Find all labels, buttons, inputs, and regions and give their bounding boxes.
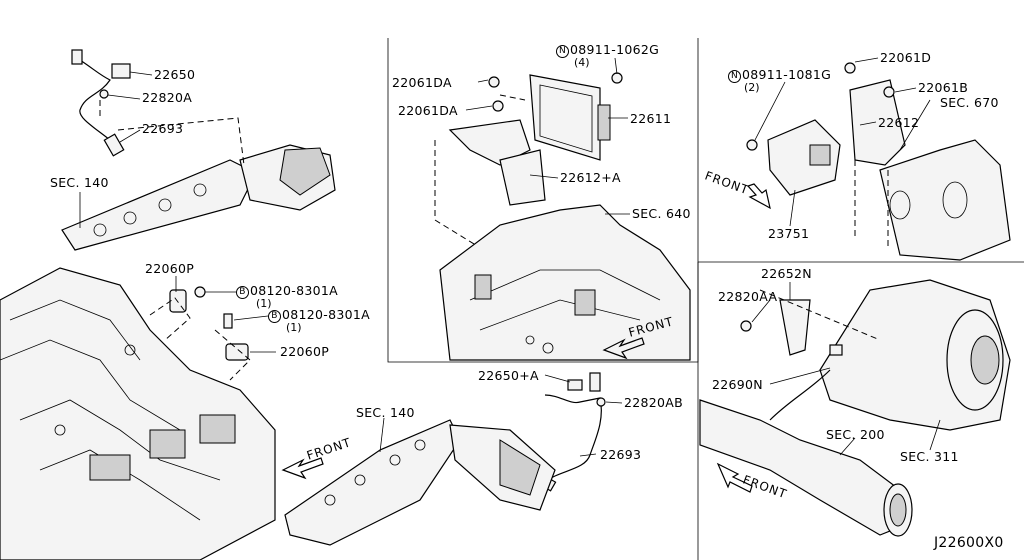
exhaust-manifold-top bbox=[61, 100, 336, 251]
label-22820aa: 22820AA bbox=[718, 289, 778, 304]
label-22650: 22650 bbox=[154, 67, 196, 82]
leader-lines bbox=[79, 57, 941, 457]
label-22060p-bottom: 22060P bbox=[280, 344, 330, 359]
label-22061da-2: 22061DA bbox=[398, 103, 458, 118]
engine-block bbox=[0, 267, 276, 560]
transmission-converter bbox=[699, 279, 1011, 537]
module-23751 bbox=[746, 62, 1011, 261]
knock-sensors bbox=[149, 286, 251, 381]
label-sec670: SEC. 670 bbox=[940, 95, 999, 110]
bolt-b-icon: B bbox=[236, 286, 249, 299]
panel-borders bbox=[387, 38, 1024, 560]
label-sec640: SEC. 640 bbox=[632, 206, 691, 221]
label-22611: 22611 bbox=[630, 111, 672, 126]
label-nut-center-qty: (4) bbox=[574, 56, 590, 69]
label-22061d: 22061D bbox=[880, 50, 932, 65]
label-sec140-bottom: SEC. 140 bbox=[356, 405, 415, 420]
nut-right-number: 08911-1081G bbox=[742, 67, 832, 82]
label-nut-right-qty: (2) bbox=[744, 81, 760, 94]
label-22061b: 22061B bbox=[918, 80, 969, 95]
label-bolt-2-qty: (1) bbox=[286, 321, 302, 334]
label-22612a: 22612+A bbox=[560, 170, 621, 185]
nut-n-icon: N bbox=[728, 70, 741, 83]
label-22693-bottom: 22693 bbox=[600, 447, 642, 462]
label-22693-top: 22693 bbox=[142, 121, 184, 136]
exhaust-manifold-bottom bbox=[284, 419, 556, 546]
label-22061da-1: 22061DA bbox=[392, 75, 452, 90]
label-sec200: SEC. 200 bbox=[826, 427, 885, 442]
label-sec311: SEC. 311 bbox=[900, 449, 959, 464]
label-22650a: 22650+A bbox=[478, 368, 539, 383]
label-22690n: 22690N bbox=[712, 377, 763, 392]
diagram-code: J22600X0 bbox=[934, 535, 1004, 551]
label-22652n: 22652N bbox=[761, 266, 812, 281]
label-bolt-1-qty: (1) bbox=[256, 297, 272, 310]
label-22060p-top: 22060P bbox=[145, 261, 195, 276]
label-sec140-top: SEC. 140 bbox=[50, 175, 109, 190]
nut-n-icon: N bbox=[556, 45, 569, 58]
label-22820a: 22820A bbox=[142, 90, 193, 105]
label-22612: 22612 bbox=[878, 115, 920, 130]
front-arrows bbox=[281, 183, 771, 493]
sensor-22693-top bbox=[71, 49, 131, 157]
bolt-b-icon: B bbox=[268, 310, 281, 323]
ecm-assembly bbox=[434, 72, 623, 346]
bolt-2-number: 08120-8301A bbox=[282, 307, 370, 322]
body-panel-center bbox=[439, 204, 691, 361]
label-23751: 23751 bbox=[768, 226, 810, 241]
label-22820ab: 22820AB bbox=[624, 395, 683, 410]
bolt-1-number: 08120-8301A bbox=[250, 283, 338, 298]
nut-center-number: 08911-1062G bbox=[570, 42, 660, 57]
